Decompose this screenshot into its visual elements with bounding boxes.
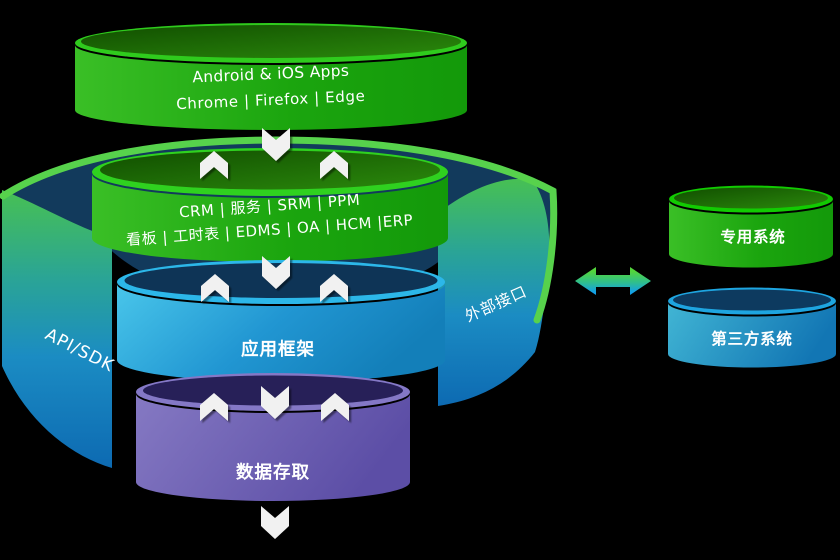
third-party-system-label: 第三方系统 bbox=[711, 329, 793, 348]
dedicated-system-label: 专用系统 bbox=[720, 227, 785, 246]
up-chevron-icon bbox=[320, 151, 348, 179]
api-sdk-band bbox=[2, 190, 112, 468]
down-chevron-icon bbox=[262, 256, 290, 289]
external-systems: 专用系统 第三方系统 bbox=[575, 185, 836, 368]
down-chevron-icon bbox=[261, 506, 289, 539]
third-party-cyl-body bbox=[668, 303, 836, 368]
third-party-system-cylinder: 第三方系统 bbox=[668, 287, 836, 368]
external-interface-band bbox=[438, 178, 550, 406]
framework-label: 应用框架 bbox=[241, 339, 315, 360]
up-chevron-icon bbox=[321, 393, 349, 421]
dedicated-cyl-body bbox=[669, 201, 833, 268]
down-chevron-icon bbox=[261, 386, 289, 419]
up-chevron-icon bbox=[200, 151, 228, 179]
down-chevron-icon bbox=[262, 128, 290, 161]
data-ring-body bbox=[136, 394, 410, 501]
browser-cylinder: Android & iOS Apps Chrome | Firefox | Ed… bbox=[75, 23, 467, 130]
browser-cyl-top bbox=[81, 25, 461, 58]
third-party-cyl-top bbox=[673, 289, 831, 311]
framework-ring-body bbox=[117, 284, 445, 382]
up-chevron-icon bbox=[201, 274, 229, 302]
data-access-ring: 数据存取 bbox=[136, 373, 410, 501]
modules-ring-body bbox=[92, 174, 448, 262]
dedicated-system-cylinder: 专用系统 bbox=[669, 185, 833, 268]
bidirectional-arrow-icon bbox=[575, 267, 651, 295]
browser-cyl-body bbox=[75, 45, 467, 130]
modules-ring-top bbox=[100, 150, 440, 190]
layer-chevrons bbox=[200, 128, 349, 539]
outer-ring-rim bbox=[0, 136, 558, 324]
modules-ring: CRM | 服务 | SRM | PPM 看板 | 工时表 | EDMS | O… bbox=[92, 148, 448, 262]
up-chevron-icon bbox=[320, 274, 348, 302]
up-chevron-icon bbox=[200, 393, 228, 421]
dedicated-cyl-top bbox=[674, 187, 828, 209]
data-access-label: 数据存取 bbox=[236, 462, 310, 483]
